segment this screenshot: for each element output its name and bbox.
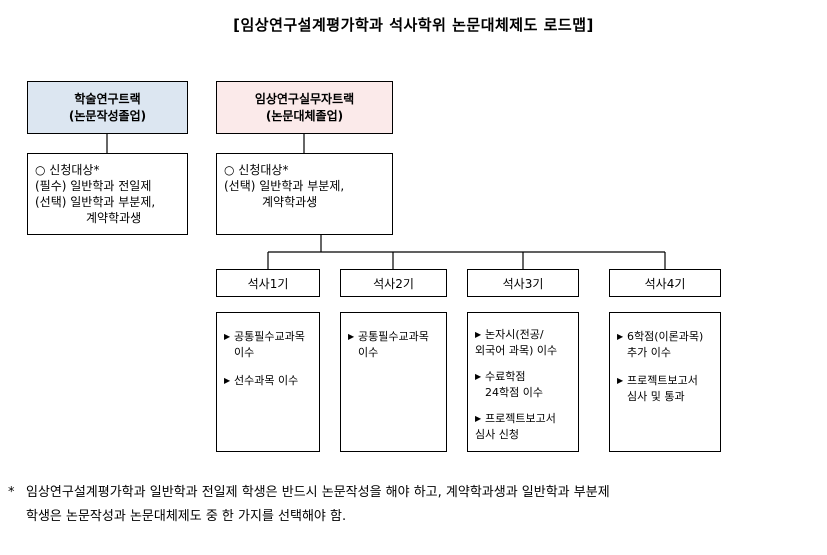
item-text: 이수 <box>234 346 255 359</box>
academic-requirements: ○ 신청대상* (필수) 일반학과 전일제 (선택) 일반학과 부분제, 계약학… <box>27 153 188 235</box>
track-name: 임상연구실무자트랙 <box>254 91 355 106</box>
footnote-line: 학생은 논문작성과 논문대체제도 중 한 가지를 선택해야 함. <box>26 509 347 524</box>
item-text: 6학점(이론과목) <box>627 330 704 343</box>
triangle-right-icon: ▶ <box>224 376 231 385</box>
triangle-right-icon: ▶ <box>348 332 355 341</box>
list-item: ▶프로젝트보고서 심사 신청 <box>475 411 574 443</box>
req-line: 계약학과생 <box>262 195 318 209</box>
list-item: ▶6학점(이론과목) 추가 이수 <box>617 329 716 361</box>
semester-1-details: ▶공통필수교과목 이수 ▶선수과목 이수 <box>216 312 320 452</box>
semester-4: 석사4기 <box>609 269 721 297</box>
req-line: ○ 신청대상* <box>224 163 289 177</box>
triangle-right-icon: ▶ <box>475 414 482 423</box>
triangle-right-icon: ▶ <box>617 376 624 385</box>
item-text: 24학점 이수 <box>485 386 543 399</box>
footnote: * 임상연구설계평가학과 일반학과 전일제 학생은 반드시 논문작성을 해야 하고… <box>8 481 823 529</box>
item-text: 공통필수교과목 <box>234 330 305 343</box>
item-text: 추가 이수 <box>627 346 671 359</box>
item-text: 공통필수교과목 <box>358 330 429 343</box>
track-name: 학술연구트랙 <box>74 91 141 106</box>
req-line: 계약학과생 <box>86 211 142 225</box>
semester-1: 석사1기 <box>216 269 320 297</box>
list-item: ▶논자시(전공/ 외국어 과목) 이수 <box>475 327 574 359</box>
item-text: 이수 <box>358 346 379 359</box>
semester-4-details: ▶6학점(이론과목) 추가 이수 ▶프로젝트보고서 심사 및 통과 <box>609 312 721 452</box>
list-item: ▶공통필수교과목 이수 <box>224 329 315 361</box>
footnote-star: * <box>8 485 15 500</box>
practitioner-track-box: 임상연구실무자트랙 (논문대체졸업) <box>216 81 393 134</box>
list-item: ▶프로젝트보고서 심사 및 통과 <box>617 373 716 405</box>
req-line: ○ 신청대상* <box>35 163 100 177</box>
item-text: 외국어 과목) 이수 <box>475 344 558 357</box>
list-item: ▶공통필수교과목 이수 <box>348 329 442 361</box>
list-item: ▶선수과목 이수 <box>224 373 315 389</box>
req-line: (필수) 일반학과 전일제 <box>35 179 152 193</box>
academic-track-box: 학술연구트랙 (논문작성졸업) <box>27 81 188 134</box>
triangle-right-icon: ▶ <box>475 372 482 381</box>
semester-3: 석사3기 <box>467 269 579 297</box>
item-text: 프로젝트보고서 <box>627 374 698 387</box>
req-line: (선택) 일반학과 부분제, <box>224 179 345 193</box>
req-line: (선택) 일반학과 부분제, <box>35 195 156 209</box>
semester-2: 석사2기 <box>340 269 447 297</box>
item-text: 수료학점 <box>485 370 526 383</box>
page-title: [임상연구설계평가학과 석사학위 논문대체제도 로드맵] <box>233 16 594 34</box>
semester-2-details: ▶공통필수교과목 이수 <box>340 312 447 452</box>
item-text: 심사 신청 <box>475 428 519 441</box>
triangle-right-icon: ▶ <box>475 330 482 339</box>
footnote-line: 임상연구설계평가학과 일반학과 전일제 학생은 반드시 논문작성을 해야 하고,… <box>26 485 610 500</box>
semester-3-details: ▶논자시(전공/ 외국어 과목) 이수 ▶수료학점 24학점 이수 ▶프로젝트보… <box>467 312 579 452</box>
track-sub: (논문대체졸업) <box>265 108 344 123</box>
item-text: 선수과목 이수 <box>234 374 299 387</box>
triangle-right-icon: ▶ <box>617 332 624 341</box>
list-item: ▶수료학점 24학점 이수 <box>475 369 574 401</box>
item-text: 심사 및 통과 <box>627 390 685 403</box>
track-sub: (논문작성졸업) <box>68 108 147 123</box>
item-text: 프로젝트보고서 <box>485 412 556 425</box>
triangle-right-icon: ▶ <box>224 332 231 341</box>
item-text: 논자시(전공/ <box>485 328 544 341</box>
practitioner-requirements: ○ 신청대상* (선택) 일반학과 부분제, 계약학과생 <box>216 153 393 235</box>
